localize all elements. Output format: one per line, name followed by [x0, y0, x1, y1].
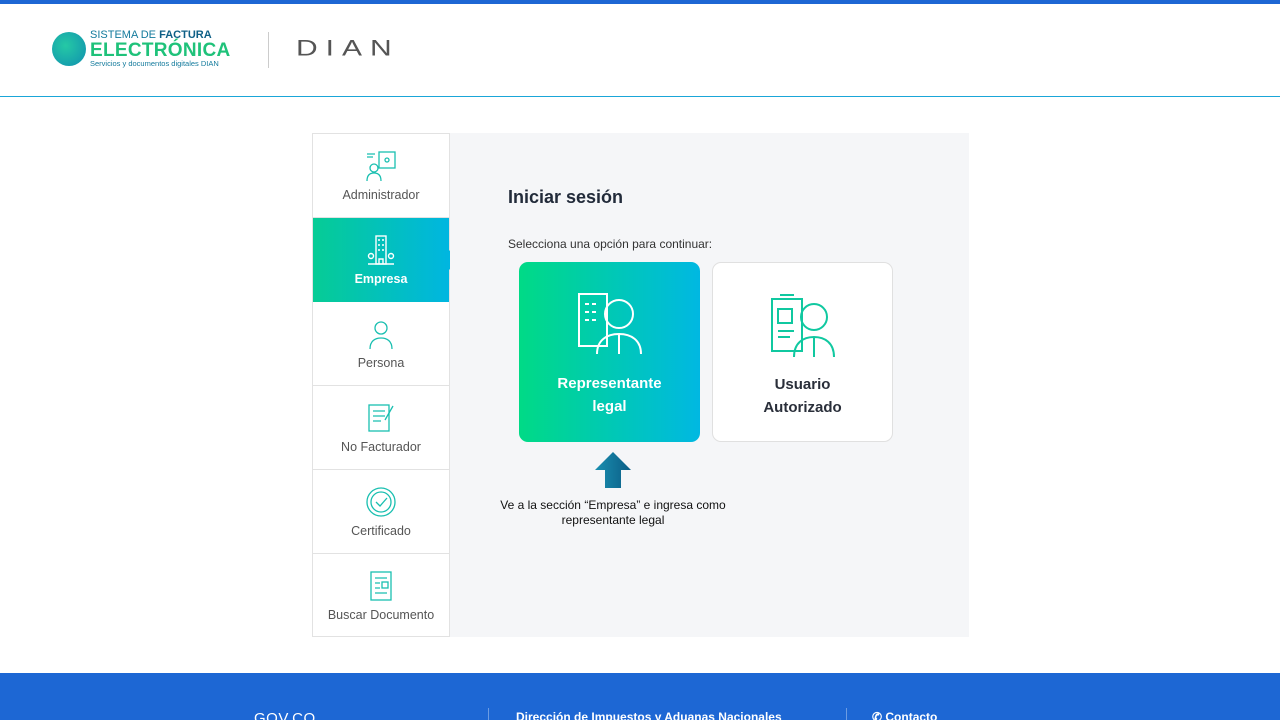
header: SISTEMA DE FACTURA ELECTRÓNICA Servicios…	[0, 4, 1280, 97]
representante-legal-button[interactable]: Representante legal	[519, 262, 700, 442]
certificate-badge-icon	[366, 486, 396, 517]
page-title: Iniciar sesión	[508, 187, 624, 207]
logo-text: SISTEMA DE	[90, 29, 157, 41]
card-label: legal	[592, 398, 627, 415]
card-label: Usuario	[774, 376, 831, 393]
sidebar-item-empresa[interactable]: Empresa	[313, 218, 458, 302]
phone-icon: ✆	[872, 710, 886, 724]
logo-text: FACTURA	[159, 29, 212, 41]
arrow-up-icon	[595, 452, 631, 488]
sidebar-item-label: Buscar Documento	[327, 608, 435, 622]
logo-text: ELECTRÓNICA	[90, 40, 231, 61]
divider	[488, 708, 489, 728]
entity-name: Dirección de Impuestos y Aduanas Naciona…	[516, 710, 782, 724]
sidebar-item-label: Certificado	[351, 523, 411, 538]
role-sidebar: Administrador Empresa Persona No Factura…	[312, 133, 458, 638]
sidebar-item-buscar-documento[interactable]: Buscar Documento	[313, 554, 449, 638]
authorized-user-icon	[770, 294, 835, 358]
sidebar-item-certificado[interactable]: Certificado	[313, 470, 449, 554]
search-document-icon	[370, 571, 392, 601]
document-pen-icon	[368, 403, 394, 432]
legal-representative-icon	[577, 293, 642, 355]
logo-text: Servicios y documentos digitales DIAN	[90, 59, 219, 68]
sidebar-item-label: Persona	[357, 355, 405, 370]
divider	[268, 32, 269, 68]
divider	[846, 708, 847, 728]
card-label: Representante	[557, 375, 662, 392]
building-icon	[367, 235, 395, 265]
sidebar-item-persona[interactable]: Persona	[313, 302, 449, 386]
sidebar-item-label: Empresa	[354, 272, 408, 286]
dian-logo[interactable]: DIAN	[296, 36, 400, 61]
subtitle: Selecciona una opción para continuar:	[508, 237, 713, 251]
instruction-caption: Ve a la sección “Empresa” e ingresa como…	[500, 498, 726, 527]
login-panel: Iniciar sesión Selecciona una opción par…	[450, 133, 969, 637]
contact-label: Contacto	[885, 710, 938, 724]
sidebar-item-no-facturador[interactable]: No Facturador	[313, 386, 449, 470]
sidebar-item-administrador[interactable]: Administrador	[313, 134, 449, 218]
gov-co-logo[interactable]: GOV.CO	[254, 710, 316, 727]
person-icon	[369, 320, 393, 349]
globe-logo-icon	[52, 31, 86, 66]
admin-network-icon	[366, 150, 396, 181]
sidebar-item-label: Administrador	[342, 187, 420, 202]
top-accent-bar	[0, 0, 1280, 4]
sidebar-item-label: No Facturador	[341, 439, 421, 454]
factura-electronica-logo[interactable]: SISTEMA DE FACTURA ELECTRÓNICA Servicios…	[52, 30, 231, 68]
card-label: Autorizado	[763, 399, 842, 416]
contact-link[interactable]: ✆ Contacto	[872, 710, 937, 724]
footer: GOV.CO Dirección de Impuestos y Aduanas …	[0, 673, 1280, 728]
